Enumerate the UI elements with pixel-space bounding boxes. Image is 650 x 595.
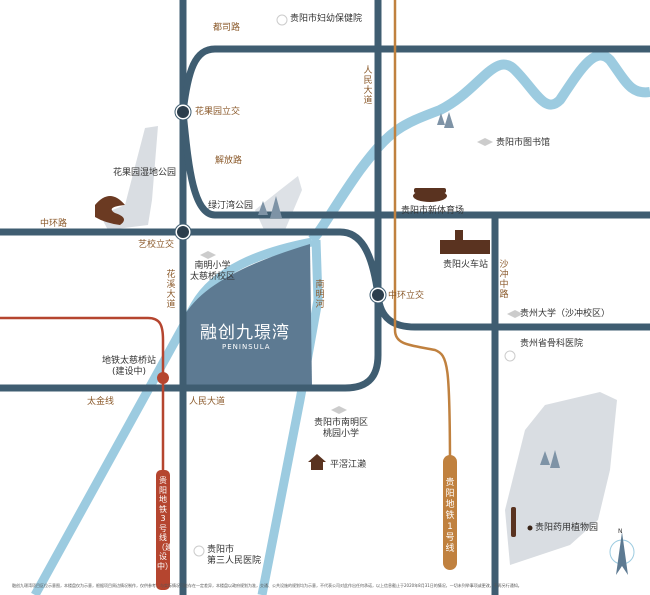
metro-line-3-label: 贵阳地铁3号线（建设中） [157, 476, 173, 571]
poi-stadium: 贵阳市新体育场 [401, 206, 465, 216]
project-block [183, 244, 312, 388]
river-nanming-label: 南明河 [315, 280, 325, 310]
road-renmin-horizontal: 人民大道 [189, 397, 226, 407]
compass-label: N [618, 528, 623, 535]
hospital-icon [193, 14, 516, 557]
railway-station-icon [440, 230, 490, 254]
wetland-park-area [100, 126, 158, 230]
road-shachong: 沙冲中路 [499, 260, 509, 300]
river-main [308, 50, 650, 244]
tree-icon [258, 112, 560, 468]
metro-line-1-badge [443, 455, 457, 570]
project-name: 融创 [200, 323, 236, 343]
metro-line-1 [393, 0, 452, 471]
wetland-sculpture-icon [95, 196, 125, 225]
disclaimer: 融创九璟湾项目区位示意图，本楼盘仅为示意，根据项目周边情况制作，仅供参考，与实际… [12, 583, 522, 588]
poi-taoyuan-school: 贵阳市南明区 桃园小学 [314, 418, 369, 439]
poi-fuyou-hospital: 贵阳市妇幼保健院 [290, 14, 363, 24]
metro-line-3 [0, 316, 165, 520]
road-huaxi: 花溪大道 [166, 270, 176, 310]
pavilion-icon [308, 454, 326, 470]
project-en-name: PENINSULA [222, 343, 271, 351]
interchange-yixiao: 艺校立交 [138, 240, 175, 250]
poi-nanming-school: 南明小学 太慈桥校区 [190, 261, 236, 282]
statue-icon [511, 507, 516, 537]
poi-orthopedic-hospital: 贵州省骨科医院 [520, 339, 584, 349]
poi-jiaxiu: 平滘江濑 [330, 460, 367, 470]
poi-lvting-park: 绿汀湾公园 [208, 201, 254, 211]
botanic-dot [527, 525, 533, 531]
stadium-icon [413, 188, 447, 202]
botanic-garden-area [505, 392, 617, 565]
road-dusi: 都司路 [213, 23, 241, 33]
school-icon [200, 138, 523, 414]
poi-botanic-garden: 贵阳药用植物园 [535, 523, 599, 533]
poi-wetland-park: 花果园湿地公园 [113, 168, 177, 178]
poi-library: 贵阳市图书馆 [496, 138, 551, 148]
road-zhonghuan: 中环路 [40, 219, 68, 229]
compass-icon [609, 532, 635, 575]
poi-railway-station: 贵阳火车站 [443, 260, 489, 270]
road-renmin-vertical: 人民大道 [363, 66, 373, 106]
interchange-huaguoyuan: 花果园立交 [195, 107, 241, 117]
poi-third-hospital: 贵阳市 第三人民医院 [207, 545, 262, 566]
road-taijin: 太金线 [87, 397, 115, 407]
metro-line-3-badge [156, 470, 170, 590]
poi-gzu: 贵州大学（沙冲校区） [520, 309, 611, 319]
interchange-markers [174, 103, 387, 304]
metro-line-1-label: 贵阳地铁1号线 [445, 478, 455, 554]
metro-station-label: 地铁太慈桥站 (建设中) [102, 356, 157, 377]
metro-station-taiciqiao [157, 372, 169, 384]
interchange-zhonghuan: 中环立交 [388, 291, 425, 301]
project-brand: 九璟湾 [236, 323, 290, 343]
project-logo: 融创九璟湾 PENINSULA [200, 318, 290, 351]
road-jiefang: 解放路 [215, 156, 243, 166]
